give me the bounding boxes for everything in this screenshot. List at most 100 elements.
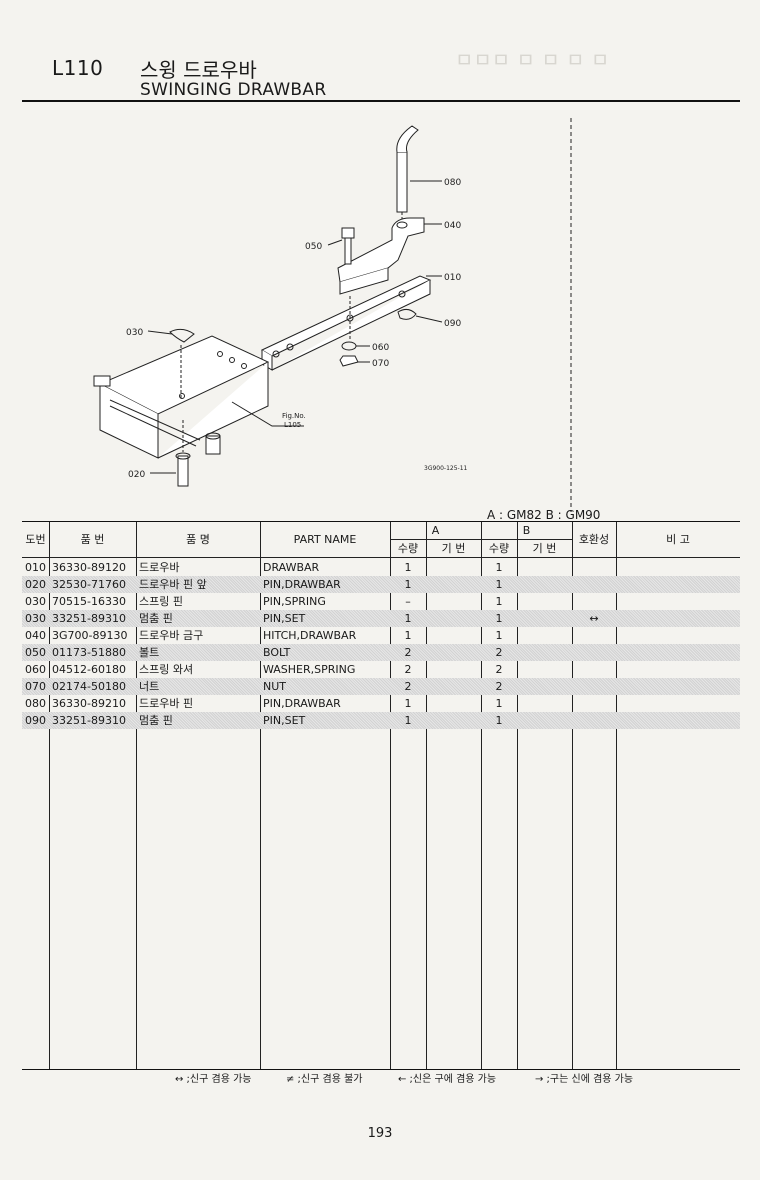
row-qty-a: 1 <box>404 612 412 625</box>
row-part-no: 33251-89310 <box>52 612 126 625</box>
row-qty-b: 1 <box>495 595 503 608</box>
row-qty-a: 2 <box>404 663 412 676</box>
table-row: 050 01173-51880 볼트 BOLT 2 2 <box>22 644 740 661</box>
table-row: 070 02174-50180 너트 NUT 2 2 <box>22 678 740 695</box>
exploded-view-diagram: 080 040 050 010 090 030 060 070 020 Fig.… <box>0 100 760 520</box>
header-group-a: A <box>431 524 440 537</box>
row-part-no: 33251-89310 <box>52 714 126 727</box>
col-divider <box>136 522 137 1069</box>
row-qty-b: 2 <box>495 663 503 676</box>
row-part-name: BOLT <box>263 646 291 659</box>
row-qty-b: 2 <box>495 680 503 693</box>
row-name-ko: 드로우바 금구 <box>139 629 204 642</box>
callout-030: 030 <box>126 328 143 338</box>
diagram-drawing: 080 040 050 010 090 030 060 070 020 Fig.… <box>93 118 572 512</box>
row-part-no: 70515-16330 <box>52 595 126 608</box>
row-part-no: 02174-50180 <box>52 680 126 693</box>
row-no: 020 <box>25 578 46 591</box>
header-compat: 호환성 <box>578 533 610 546</box>
col-divider <box>481 522 482 1069</box>
row-part-no: 36330-89210 <box>52 697 126 710</box>
row-part-name: NUT <box>263 680 286 693</box>
model-legend: A : GM82 B : GM90 <box>487 508 601 522</box>
row-no: 060 <box>25 663 46 676</box>
drawing-number: 3G900-125-11 <box>424 465 468 472</box>
row-part-name: WASHER,SPRING <box>263 663 356 676</box>
row-no: 050 <box>25 646 46 659</box>
fig-ref-number: L105 <box>284 421 301 429</box>
callout-020: 020 <box>128 470 145 480</box>
page-number: 193 <box>367 1126 393 1141</box>
row-qty-a: 2 <box>404 646 412 659</box>
row-no: 040 <box>25 629 46 642</box>
row-qty-b: 1 <box>495 578 503 591</box>
callout-050: 050 <box>305 242 322 252</box>
fig-ref-label: Fig.No. <box>282 412 306 420</box>
group-split <box>481 522 482 539</box>
row-name-ko: 멈춤 핀 <box>139 612 173 625</box>
row-part-no: 36330-89120 <box>52 561 126 574</box>
row-part-name: PIN,SPRING <box>263 595 326 608</box>
row-qty-a: 1 <box>404 629 412 642</box>
row-part-no: 3G700-89130 <box>52 629 128 642</box>
row-part-name: PIN,DRAWBAR <box>263 697 341 710</box>
parts-table: 도번 품 번 품 명 PART NAME A B 수량 기 번 수량 기 번 호… <box>22 521 740 1070</box>
row-name-ko: 멈춤 핀 <box>139 714 173 727</box>
legend-old-to-new: → ;구는 신에 겸용 가능 <box>535 1074 634 1085</box>
row-name-ko: 드로우바 <box>139 561 180 574</box>
row-no: 010 <box>25 561 46 574</box>
row-qty-b: 1 <box>495 561 503 574</box>
header-base-a: 기 번 <box>441 542 466 555</box>
header-part-name: PART NAME <box>293 533 357 546</box>
row-part-no: 04512-60180 <box>52 663 126 676</box>
callout-060: 060 <box>372 343 389 353</box>
section-title-korean: 스윙 드로우바 <box>140 58 257 82</box>
row-part-name: DRAWBAR <box>263 561 320 574</box>
row-qty-b: 1 <box>495 697 503 710</box>
row-no: 070 <box>25 680 46 693</box>
row-qty-b: 1 <box>495 612 503 625</box>
row-no: 080 <box>25 697 46 710</box>
group-divider <box>390 539 572 540</box>
section-code: L110 <box>52 56 104 80</box>
row-part-name: HITCH,DRAWBAR <box>263 629 357 642</box>
row-qty-b: 1 <box>495 714 503 727</box>
col-divider <box>517 522 518 1069</box>
row-no: 030 <box>25 595 46 608</box>
row-name-ko: 너트 <box>139 680 160 693</box>
table-row: 040 3G700-89130 드로우바 금구 HITCH,DRAWBAR 1 1 <box>22 627 740 644</box>
header-qty-b: 수량 <box>488 542 510 555</box>
row-name-ko: 스프링 핀 <box>139 595 183 608</box>
row-qty-b: 2 <box>495 646 503 659</box>
legend-interchangeable: ↔ ;신구 겸용 가능 <box>175 1074 252 1085</box>
col-divider <box>260 522 261 1069</box>
row-compat: ↔ <box>589 612 599 625</box>
col-divider <box>616 522 617 1069</box>
row-qty-b: 1 <box>495 629 503 642</box>
row-name-ko: 드로우바 핀 앞 <box>139 578 207 591</box>
row-qty-a: 2 <box>404 680 412 693</box>
header-remarks: 비 고 <box>666 533 690 546</box>
row-qty-a: 1 <box>404 578 412 591</box>
header-base-b: 기 번 <box>532 542 557 555</box>
callout-090: 090 <box>444 319 461 329</box>
row-qty-a: 1 <box>404 697 412 710</box>
row-no: 030 <box>25 612 46 625</box>
row-no: 090 <box>25 714 46 727</box>
legend-new-to-old: ← ;신은 구에 겸용 가능 <box>398 1074 497 1085</box>
col-divider <box>390 522 391 1069</box>
row-part-name: PIN,SET <box>263 714 306 727</box>
row-name-ko: 볼트 <box>139 646 160 659</box>
header-qty-a: 수량 <box>397 542 419 555</box>
section-title-english: SWINGING DRAWBAR <box>140 80 327 100</box>
row-part-no: 01173-51880 <box>52 646 126 659</box>
legend-not-interchangeable: ≠ ;신구 겸용 불가 <box>286 1074 363 1085</box>
